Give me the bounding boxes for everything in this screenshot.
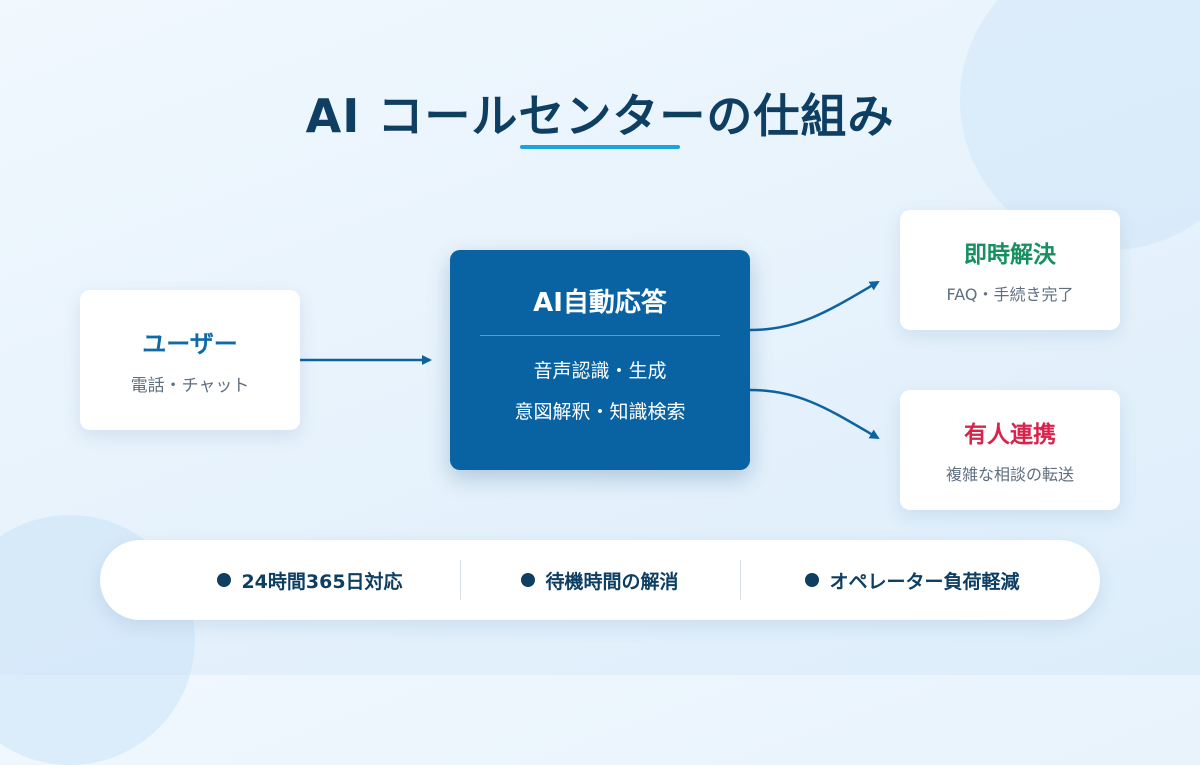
- arrow-ai-to-resolution: [749, 280, 880, 332]
- resolution-card: 即時解決 FAQ・手続き完了: [900, 210, 1120, 330]
- bullet-icon: [521, 573, 536, 587]
- arrow-ai-to-handoff: [749, 388, 880, 440]
- ai-box-line-intent: 意図解釈・知識検索: [514, 401, 686, 423]
- bullet-icon: [805, 573, 820, 587]
- resolution-card-subtitle: FAQ・手続き完了: [946, 285, 1074, 304]
- user-card-subtitle: 電話・チャット: [130, 376, 250, 396]
- feature-label: 24時間365日対応: [241, 570, 403, 593]
- bullet-icon: [217, 573, 232, 587]
- title-underline: [520, 145, 680, 149]
- feature-item: オペレーター負荷軽減: [740, 540, 1085, 620]
- handoff-card-subtitle: 複雑な相談の転送: [945, 465, 1074, 484]
- user-card: ユーザー 電話・チャット: [80, 290, 300, 430]
- feature-label: オペレーター負荷軽減: [829, 570, 1020, 593]
- features-bar: 24時間365日対応 待機時間の解消 オペレーター負荷軽減: [100, 540, 1100, 620]
- feature-item: 待機時間の解消: [460, 540, 740, 620]
- feature-label: 待機時間の解消: [545, 570, 679, 593]
- user-card-title: ユーザー: [142, 330, 238, 358]
- feature-separator: [460, 560, 461, 600]
- resolution-card-title: 即時解決: [964, 242, 1056, 268]
- handoff-card-title: 有人連携: [964, 422, 1056, 448]
- page-title: AI コールセンターの仕組み: [305, 89, 895, 143]
- ai-response-box: AI自動応答 音声認識・生成 意図解釈・知識検索: [450, 250, 750, 470]
- ai-box-divider: [480, 335, 720, 336]
- ai-box-title: AI自動応答: [533, 288, 667, 318]
- flow-arrows: [300, 280, 880, 440]
- handoff-card: 有人連携 複雑な相談の転送: [900, 390, 1120, 510]
- ai-box-line-speech: 音声認識・生成: [533, 360, 667, 382]
- feature-item: 24時間365日対応: [160, 540, 460, 620]
- feature-separator: [740, 560, 741, 600]
